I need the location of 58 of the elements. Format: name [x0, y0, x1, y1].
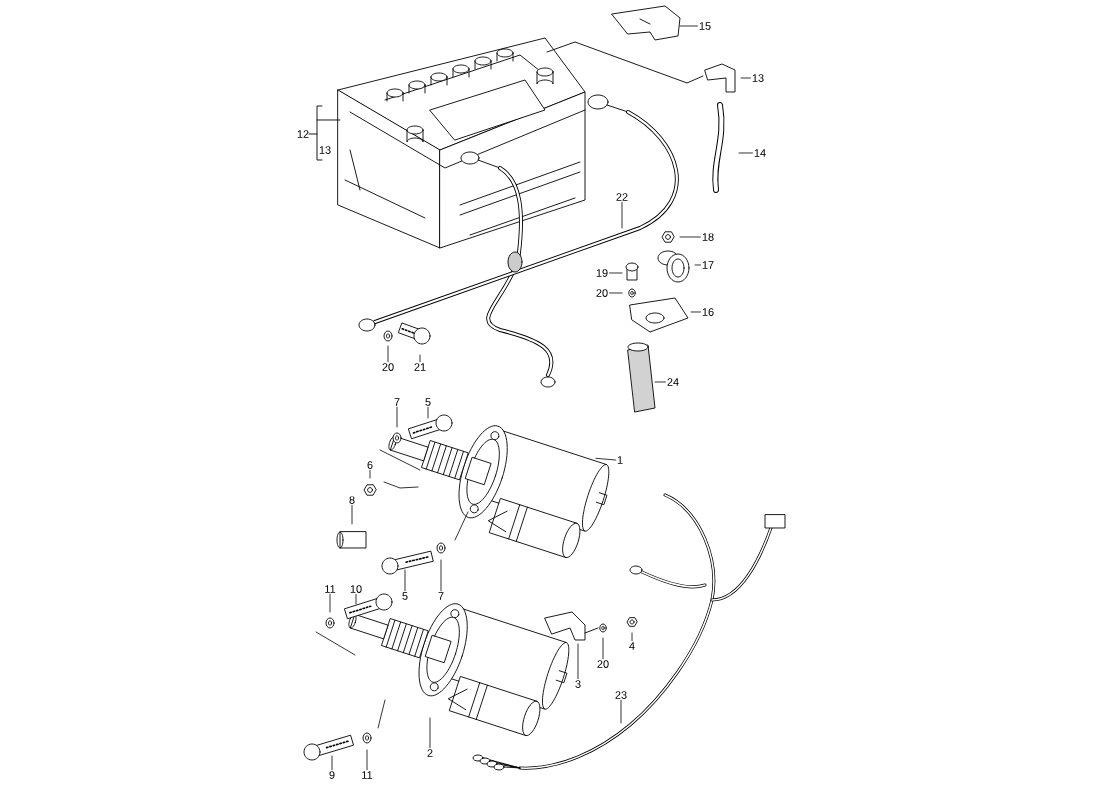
leader-line — [429, 717, 431, 749]
leader-line — [654, 381, 666, 383]
callout-number: 5 — [402, 592, 408, 600]
leader-line — [679, 25, 698, 27]
callout-number: 7 — [438, 592, 444, 600]
leader-line — [690, 311, 701, 313]
callout-number: 20 — [597, 660, 609, 668]
callout-number: 9 — [329, 771, 335, 779]
leader-line — [331, 755, 333, 771]
leader-line — [329, 593, 331, 613]
callout-number: 5 — [425, 398, 431, 406]
leader-line — [396, 406, 398, 428]
callout-number: 18 — [702, 233, 714, 241]
leader-line — [609, 292, 623, 294]
leader-line — [694, 264, 701, 266]
callout-number: 23 — [615, 691, 627, 699]
callout-number: 19 — [596, 269, 608, 277]
leader-line — [427, 406, 429, 419]
leader-line — [738, 152, 753, 154]
leader-line — [609, 272, 623, 274]
callout-number: 22 — [616, 193, 628, 201]
leader-line — [621, 201, 623, 229]
leader-line — [355, 593, 357, 605]
callout-number: 8 — [349, 496, 355, 504]
callout-number: 1 — [617, 456, 623, 464]
callout-number: 20 — [596, 289, 608, 297]
callout-number: 13 — [319, 146, 331, 154]
leader-line — [620, 699, 622, 724]
leader-line — [679, 236, 701, 238]
callout-number: 10 — [350, 585, 362, 593]
leader-line — [602, 637, 604, 660]
callout-number: 2 — [427, 749, 433, 757]
callout-number: 11 — [362, 771, 373, 779]
leader-line — [595, 457, 616, 461]
leader-line — [577, 643, 579, 680]
leader-line — [387, 345, 389, 363]
leader-line — [419, 354, 421, 363]
leader-line — [369, 469, 371, 479]
leader-line — [631, 632, 633, 642]
callout-number: 6 — [367, 461, 373, 469]
callout-number: 3 — [575, 680, 581, 688]
callout-number: 14 — [754, 149, 766, 157]
callout-number: 13 — [752, 74, 764, 82]
callout-number: 7 — [394, 398, 400, 406]
callout-number: 24 — [667, 378, 679, 386]
callout-number: 12 — [297, 130, 309, 138]
leader-line — [740, 77, 751, 79]
callout-number: 4 — [629, 642, 635, 650]
callout-number: 16 — [702, 308, 714, 316]
leader-line — [440, 559, 442, 592]
leader-line — [366, 749, 368, 771]
leader-line — [351, 504, 353, 525]
callout-number: 15 — [699, 22, 711, 30]
leader-line — [404, 569, 406, 592]
callout-number: 21 — [414, 363, 426, 371]
callout-number: 20 — [382, 363, 394, 371]
callout-number: 11 — [325, 585, 336, 593]
callout-number: 17 — [702, 261, 714, 269]
